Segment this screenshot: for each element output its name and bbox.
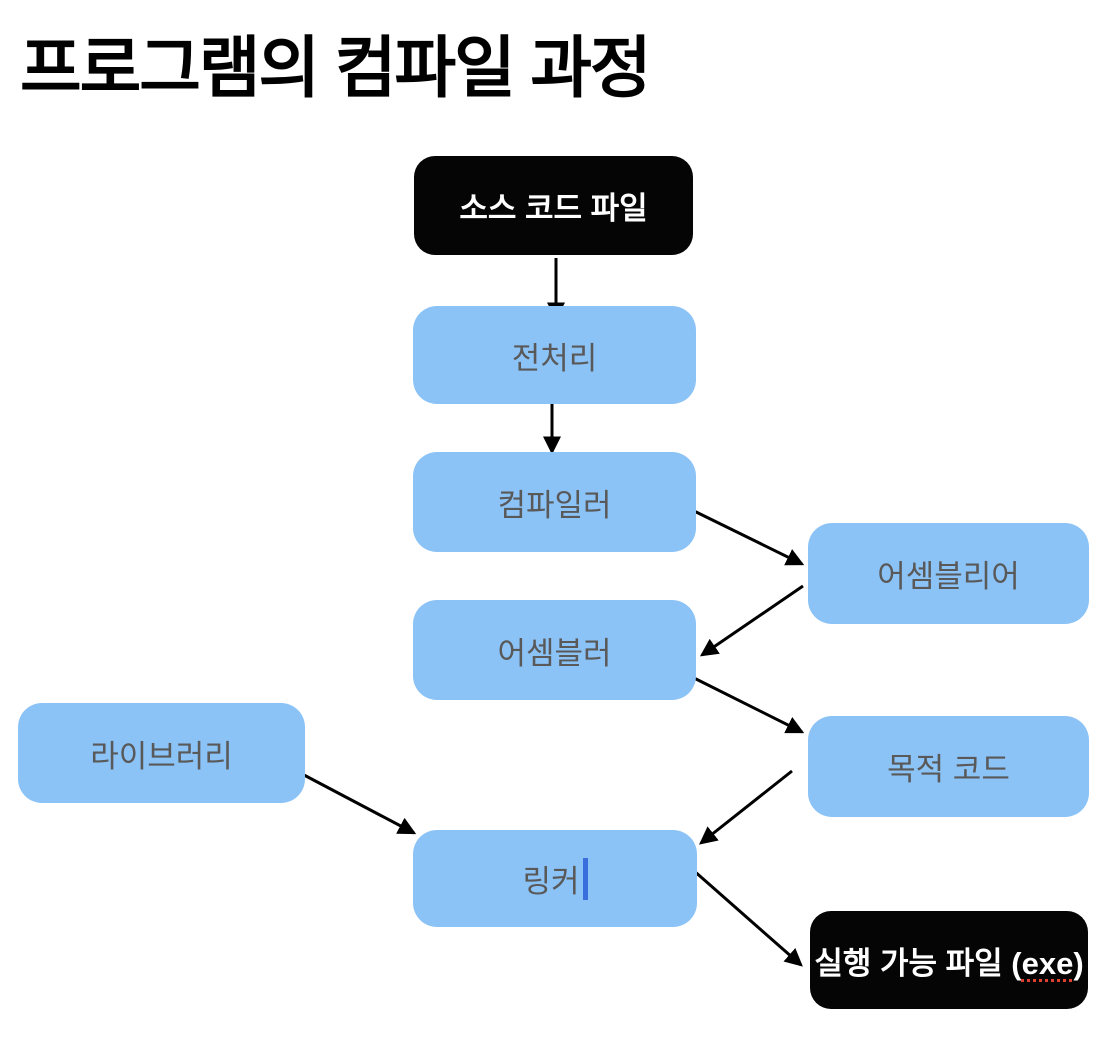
node-library[interactable]: 라이브러리 (18, 703, 305, 803)
node-label: 실행 가능 파일 (exe) (814, 945, 1084, 981)
arrow-compiler-to-assembly-language (691, 508, 805, 566)
node-compiler[interactable]: 컴파일러 (413, 452, 696, 552)
node-label: 어셈블리어 (877, 559, 1020, 594)
arrow-library-to-linker (303, 773, 417, 835)
node-linker[interactable]: 링커 (413, 830, 697, 927)
arrow-assembler-to-object-code (693, 676, 805, 734)
node-source-code-file[interactable]: 소스 코드 파일 (414, 156, 693, 255)
node-label: 어셈블러 (497, 635, 612, 671)
node-assembly-language[interactable]: 어셈블리어 (808, 523, 1089, 624)
node-label: 링커 (522, 864, 580, 899)
node-label: 목적 코드 (887, 752, 1010, 787)
node-object-code[interactable]: 목적 코드 (808, 716, 1089, 817)
node-preprocessor[interactable]: 전처리 (413, 306, 696, 404)
arrow-linker-to-executable (692, 868, 803, 967)
node-label: 소스 코드 파일 (459, 191, 648, 226)
arrow-assembly-language-to-assembler (699, 584, 804, 657)
node-executable-file[interactable]: 실행 가능 파일 (exe) (810, 911, 1088, 1009)
node-label: 전처리 (511, 340, 598, 376)
node-assembler[interactable]: 어셈블러 (413, 600, 696, 700)
page-title: 프로그램의 컴파일 과정 (20, 31, 652, 106)
node-label: 라이브러리 (90, 738, 233, 774)
misspelled-word: exe (1021, 945, 1074, 981)
text-cursor (582, 857, 588, 900)
node-label: 컴파일러 (497, 487, 612, 523)
arrow-object-code-to-linker (699, 769, 793, 845)
